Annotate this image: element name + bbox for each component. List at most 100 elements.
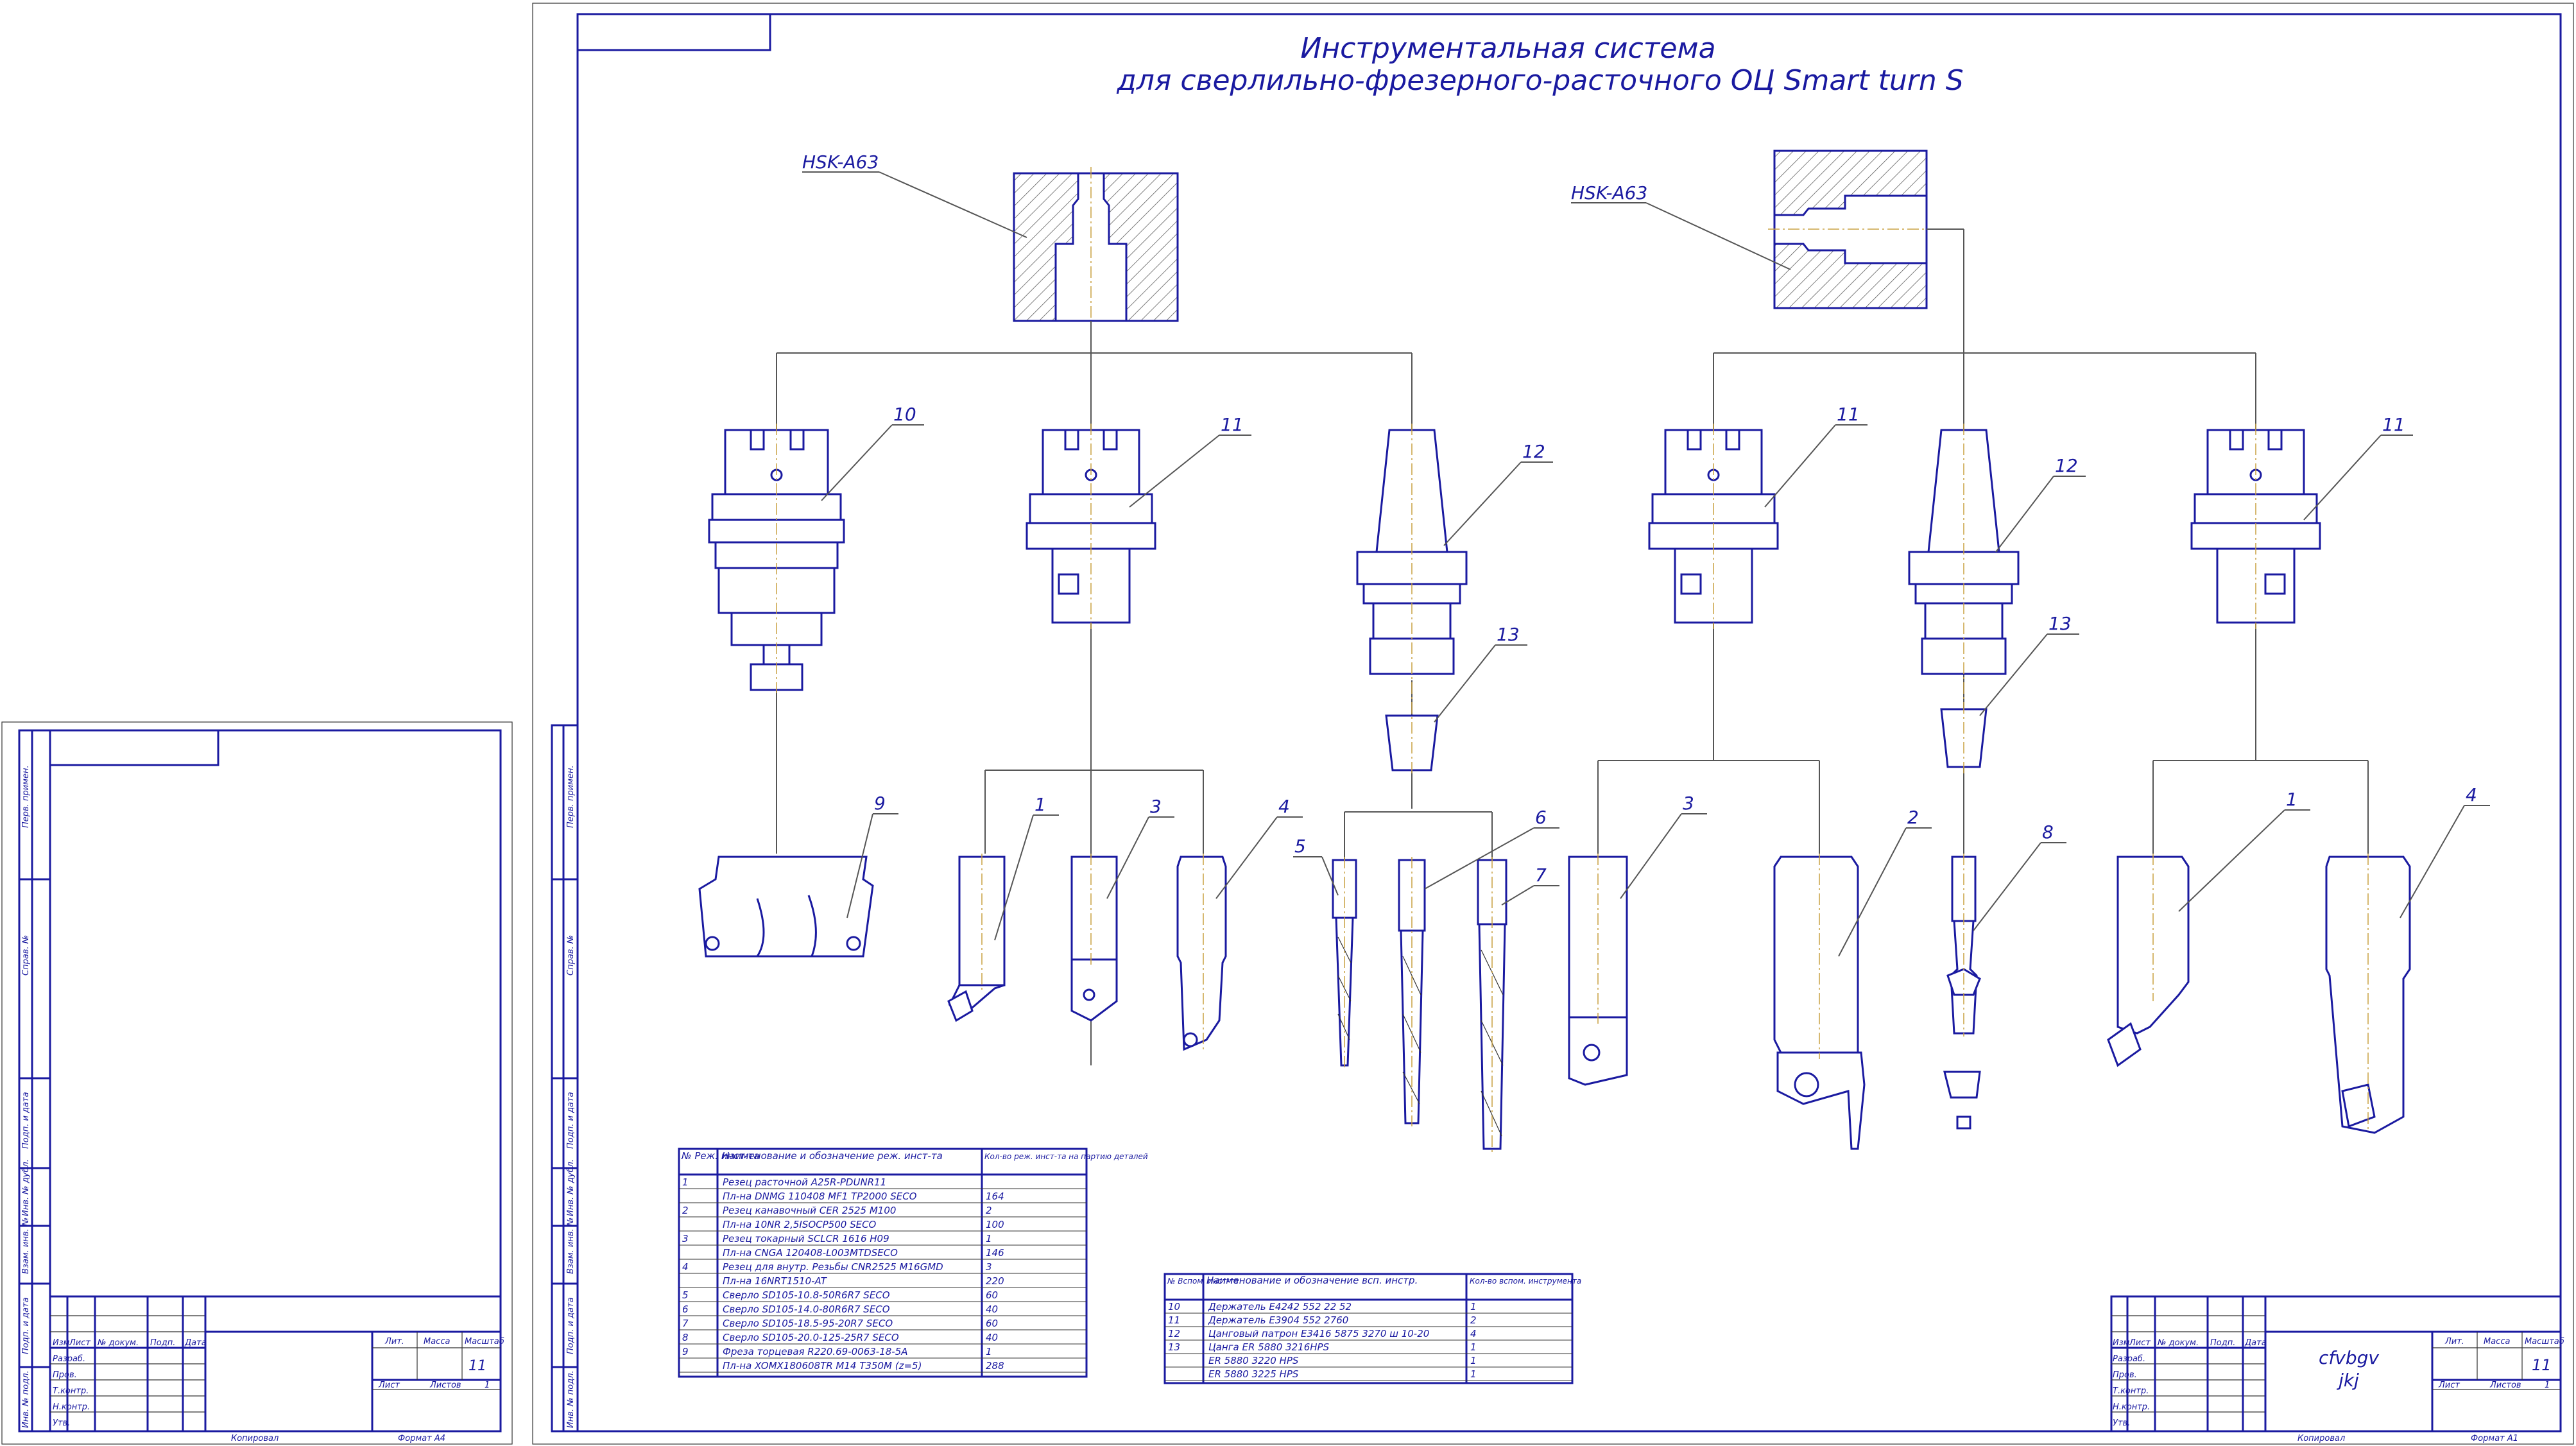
main-table-cell: Пл-на 10NR 2,5ISOCP500 SECO	[723, 1219, 877, 1230]
spindle-left	[1013, 167, 1179, 334]
tool-6-drill	[1398, 857, 1426, 1126]
main-table-cell: 1	[986, 1346, 992, 1357]
tool-9-face-mill	[698, 856, 874, 958]
tb-sheets-value: 1	[2545, 1381, 2550, 1390]
aux-table-cell: 11	[1168, 1314, 1180, 1326]
main-table-cell: Сверло SD105-20.0-125-25R7 SECO	[723, 1332, 899, 1343]
small-tb-lit: Лит.	[384, 1337, 404, 1347]
small-sheet: Перв. примен. Справ. № Подп. и дата Инв.…	[1, 721, 513, 1445]
callout-1-a: 1	[1035, 794, 1046, 815]
small-tb-sheet-count: 11	[468, 1358, 486, 1374]
tb-tkontr: Т.контр.	[2113, 1386, 2149, 1396]
callout-1-b: 1	[2286, 789, 2297, 810]
aux-table-cell: 10	[1168, 1301, 1180, 1313]
drawing-title-line1: Инструментальная система	[1300, 32, 1715, 65]
small-tb-data: Дата	[184, 1338, 207, 1348]
tool-3-a	[1070, 854, 1118, 1022]
aux-table-cell: 1	[1470, 1368, 1477, 1380]
tb-massa: Масса	[2484, 1337, 2510, 1347]
callout-4-a: 4	[1278, 796, 1290, 817]
callout-9: 9	[874, 793, 886, 814]
main-title-block: Изм Лист № докум. Подп. Дата Разраб. Про…	[2110, 1295, 2564, 1433]
main-table-cell: Резец расточной A25R-PDUNR11	[723, 1176, 886, 1188]
main-table-cell: 8	[682, 1332, 689, 1343]
small-tb-list: Лист	[69, 1338, 90, 1348]
tool-1-a	[947, 854, 1006, 1022]
main-table-cell: Фреза торцевая R220.69-0063-18-5A	[723, 1346, 908, 1357]
tb-sheet-label: Лист	[2438, 1381, 2460, 1390]
holder-11-b	[1648, 424, 1779, 629]
small-tb-tkontr: Т.контр.	[53, 1386, 89, 1396]
main-table-cell: 220	[986, 1275, 1004, 1287]
small-side-vzam: Взам. инв. №	[21, 1218, 31, 1274]
main-table-cell: Сверло SD105-18.5-95-20R7 SECO	[723, 1318, 893, 1329]
tool-2-grooving	[1773, 854, 1866, 1150]
side-inv-dubl: Инв. № дубл.	[566, 1159, 576, 1216]
small-format: Формат А4	[398, 1434, 445, 1443]
main-table-cell: 6	[682, 1304, 689, 1315]
tb-prov: Пров.	[2113, 1370, 2137, 1380]
aux-table-cell: 13	[1168, 1341, 1180, 1353]
spindle-right	[1768, 150, 1964, 309]
small-tb-utv: Утв.	[53, 1418, 70, 1428]
callout-5: 5	[1294, 836, 1306, 857]
small-tb-razrab: Разраб.	[53, 1354, 85, 1364]
aux-table-cell: Держатель E4242 552 22 52	[1208, 1301, 1352, 1313]
main-table-cell: 40	[986, 1332, 998, 1343]
cutting-tools-table: № Реж. инст-та Наименование и обозначени…	[678, 1148, 1148, 1378]
callouts: 10 11 12 11 12 11 13 13 9 1 3 4 5 6 7 3	[821, 404, 2490, 957]
tb-list: Лист	[2129, 1338, 2151, 1348]
aux-tools-table: № Вспом. инст-та Наименование и обозначе…	[1163, 1273, 1581, 1384]
main-table-cell: Сверло SD105-10.8-50R6R7 SECO	[723, 1289, 890, 1301]
aux-table-cell: ER 5880 3225 HPS	[1208, 1368, 1299, 1380]
tb-sheet-count: 11	[2532, 1356, 2552, 1374]
tb-dokum: № докум.	[2157, 1338, 2199, 1348]
main-th-qty: Кол-во реж. инст-та на партию деталей	[984, 1152, 1148, 1161]
tb-designation: cfvbgv	[2319, 1347, 2379, 1368]
aux-table-cell: Держатель E3904 552 2760	[1208, 1314, 1348, 1326]
small-side-sprav: Справ. №	[21, 935, 31, 976]
holder-10	[708, 424, 845, 693]
spindle-right-label: HSK-A63	[1571, 182, 1647, 203]
tb-nkontr: Н.контр.	[2113, 1402, 2150, 1412]
aux-table-cell: 2	[1470, 1314, 1477, 1326]
tb-masshtab: Масштаб	[2525, 1337, 2564, 1347]
tb-lit: Лит.	[2444, 1337, 2464, 1347]
tb-razrab: Разраб.	[2113, 1354, 2145, 1364]
main-table-cell: 288	[986, 1360, 1004, 1372]
callout-11-c: 11	[2382, 414, 2405, 435]
small-side-podp2: Подп. и дата	[21, 1297, 31, 1354]
callout-3-b: 3	[1683, 793, 1694, 814]
tb-utv: Утв.	[2113, 1418, 2130, 1428]
small-title-block: Изм Лист № докум. Подп. Дата Разраб. Про…	[49, 1295, 504, 1433]
main-table-cell: 40	[986, 1304, 998, 1315]
side-podp2: Подп. и дата	[566, 1297, 576, 1354]
small-side-perv: Перв. примен.	[21, 765, 31, 828]
aux-table-cell: 12	[1168, 1328, 1180, 1339]
aux-table-cell: 1	[1470, 1341, 1477, 1353]
small-side-podp1: Подп. и дата	[21, 1092, 31, 1149]
main-table-cell: Пл-на XOMX180608TR M14 T350M (z=5)	[723, 1360, 922, 1372]
callout-3-a: 3	[1150, 796, 1162, 817]
main-th-name: Наименование и обозначение реж. инст-та	[722, 1150, 943, 1162]
main-table-cell: Пл-на DNMG 110408 MF1 TP2000 SECO	[723, 1191, 917, 1202]
main-table-cell: 7	[682, 1318, 689, 1329]
tool-3-b	[1568, 854, 1628, 1086]
callout-13-a: 13	[1497, 624, 1520, 645]
callout-12-b: 12	[2055, 455, 2078, 476]
side-vzam: Взам. инв. №	[566, 1218, 576, 1274]
callout-8: 8	[2042, 822, 2054, 843]
tool-4-a	[1176, 854, 1227, 1051]
callout-2: 2	[1907, 807, 1919, 828]
small-tb-izm: Изм	[53, 1338, 70, 1348]
callout-13-b: 13	[2048, 613, 2072, 634]
drawing-title-line2: для сверлильно-фрезерного-расточного ОЦ …	[1116, 64, 1963, 97]
main-table-cell: Пл-на CNGA 120408-L003MTDSECO	[723, 1247, 898, 1259]
main-table-cell: 164	[986, 1191, 1004, 1202]
aux-th-no: № Вспом. инст-та	[1167, 1277, 1239, 1286]
main-table-cell: 3	[986, 1261, 992, 1273]
small-tb-sheets-label: Листов	[429, 1381, 461, 1390]
aux-table-cell: 4	[1470, 1328, 1477, 1339]
